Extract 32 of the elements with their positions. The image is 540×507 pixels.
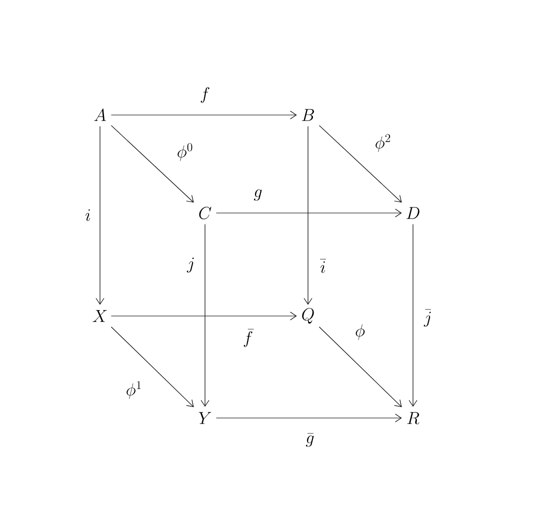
arrow	[96, 126, 104, 305]
arrow	[110, 312, 297, 320]
arrow	[318, 326, 402, 408]
edge-label: $\bar{i}$	[319, 258, 327, 274]
object-label: $D$	[406, 207, 420, 219]
edge-label: $\bar{f}$	[242, 328, 254, 348]
object-label: $C$	[199, 206, 212, 220]
arrow	[216, 414, 402, 422]
edge-label: $\phi^1$	[124, 380, 144, 400]
object-label: $R$	[407, 412, 420, 424]
arrow	[408, 224, 418, 407]
arrow	[318, 125, 402, 203]
edge-label: $f$	[198, 86, 212, 104]
object-label: $Y$	[198, 412, 212, 424]
arrow	[110, 125, 194, 203]
edge-label: $g$	[252, 188, 264, 202]
edge-label: $i$	[84, 208, 92, 222]
arrow	[110, 110, 297, 120]
arrow	[200, 224, 210, 407]
arrow	[304, 126, 312, 305]
object-label: $X$	[92, 310, 107, 322]
edge-label: $\phi$	[354, 323, 366, 341]
object-label: $A$	[94, 108, 106, 121]
object-label: $Q$	[302, 308, 314, 324]
object-label: $B$	[302, 109, 314, 121]
arrow	[110, 326, 194, 408]
edge-label: $\bar{g}$	[304, 432, 316, 448]
arrow	[216, 208, 402, 218]
edge-label: $\bar{j}$	[423, 308, 433, 328]
edge-label: $\phi^0$	[176, 142, 194, 162]
edge-label: $\phi^2$	[374, 133, 392, 153]
edge-label: $j$	[186, 256, 196, 274]
